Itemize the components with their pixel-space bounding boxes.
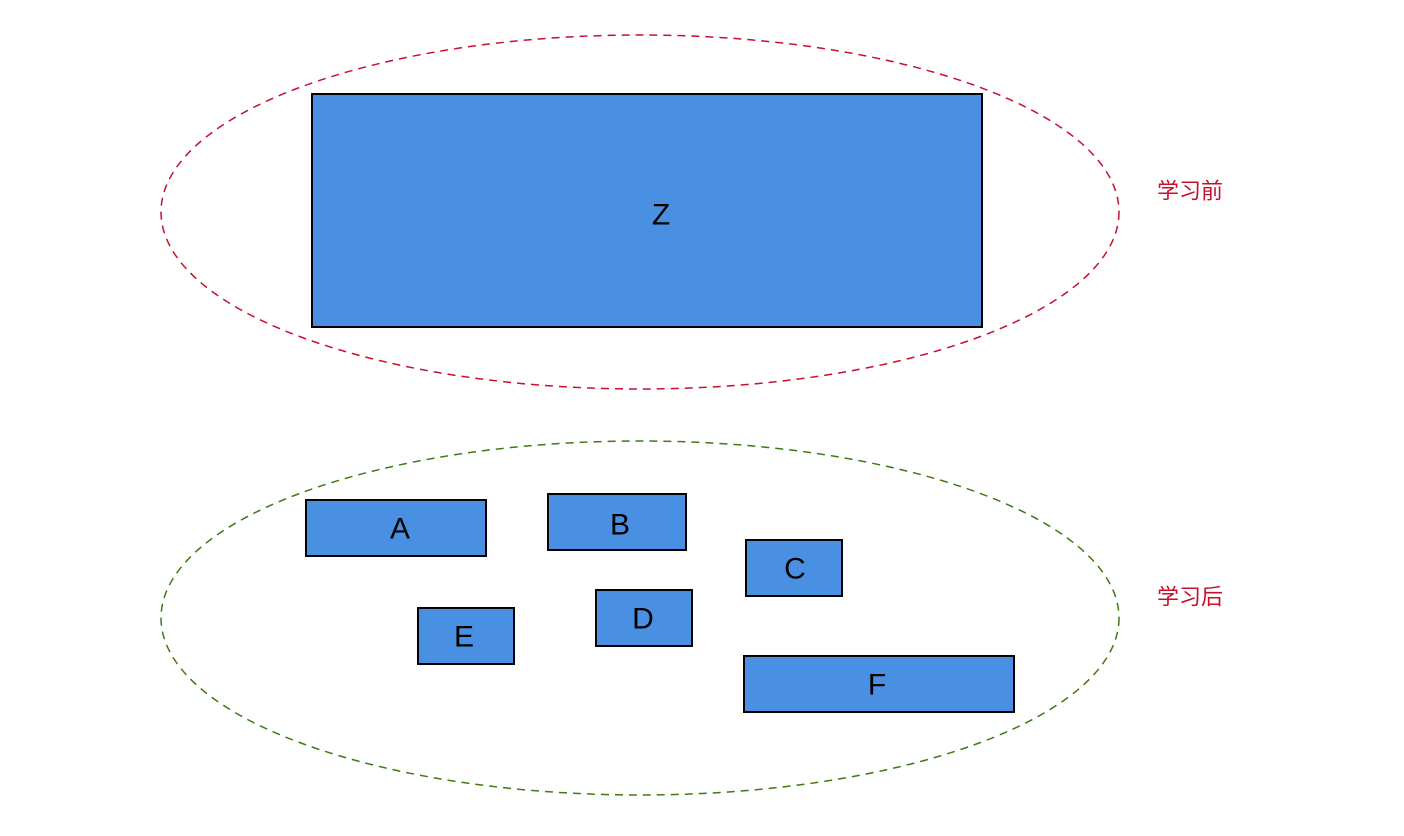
block-e-label: E: [454, 621, 474, 654]
block-c: [745, 539, 843, 597]
block-f-label: F: [868, 669, 886, 702]
after-stage-label: 学习后: [1157, 586, 1223, 611]
block-b: [547, 493, 687, 551]
block-z-label: Z: [652, 199, 670, 232]
before-outline-ellipse: [160, 34, 1120, 390]
after-group: A B C D E F 学习后: [160, 440, 1223, 796]
before-stage-label: 学习前: [1157, 180, 1223, 205]
block-b-label: B: [610, 509, 630, 542]
after-outline-ellipse: [160, 440, 1120, 796]
block-d: [595, 589, 693, 647]
block-z: [311, 93, 983, 328]
before-group: Z 学习前: [160, 34, 1223, 390]
block-a: [305, 499, 487, 557]
block-e: [417, 607, 515, 665]
block-a-label: A: [390, 513, 410, 546]
block-c-label: C: [784, 553, 806, 586]
block-f: [743, 655, 1015, 713]
block-d-label: D: [632, 603, 654, 636]
